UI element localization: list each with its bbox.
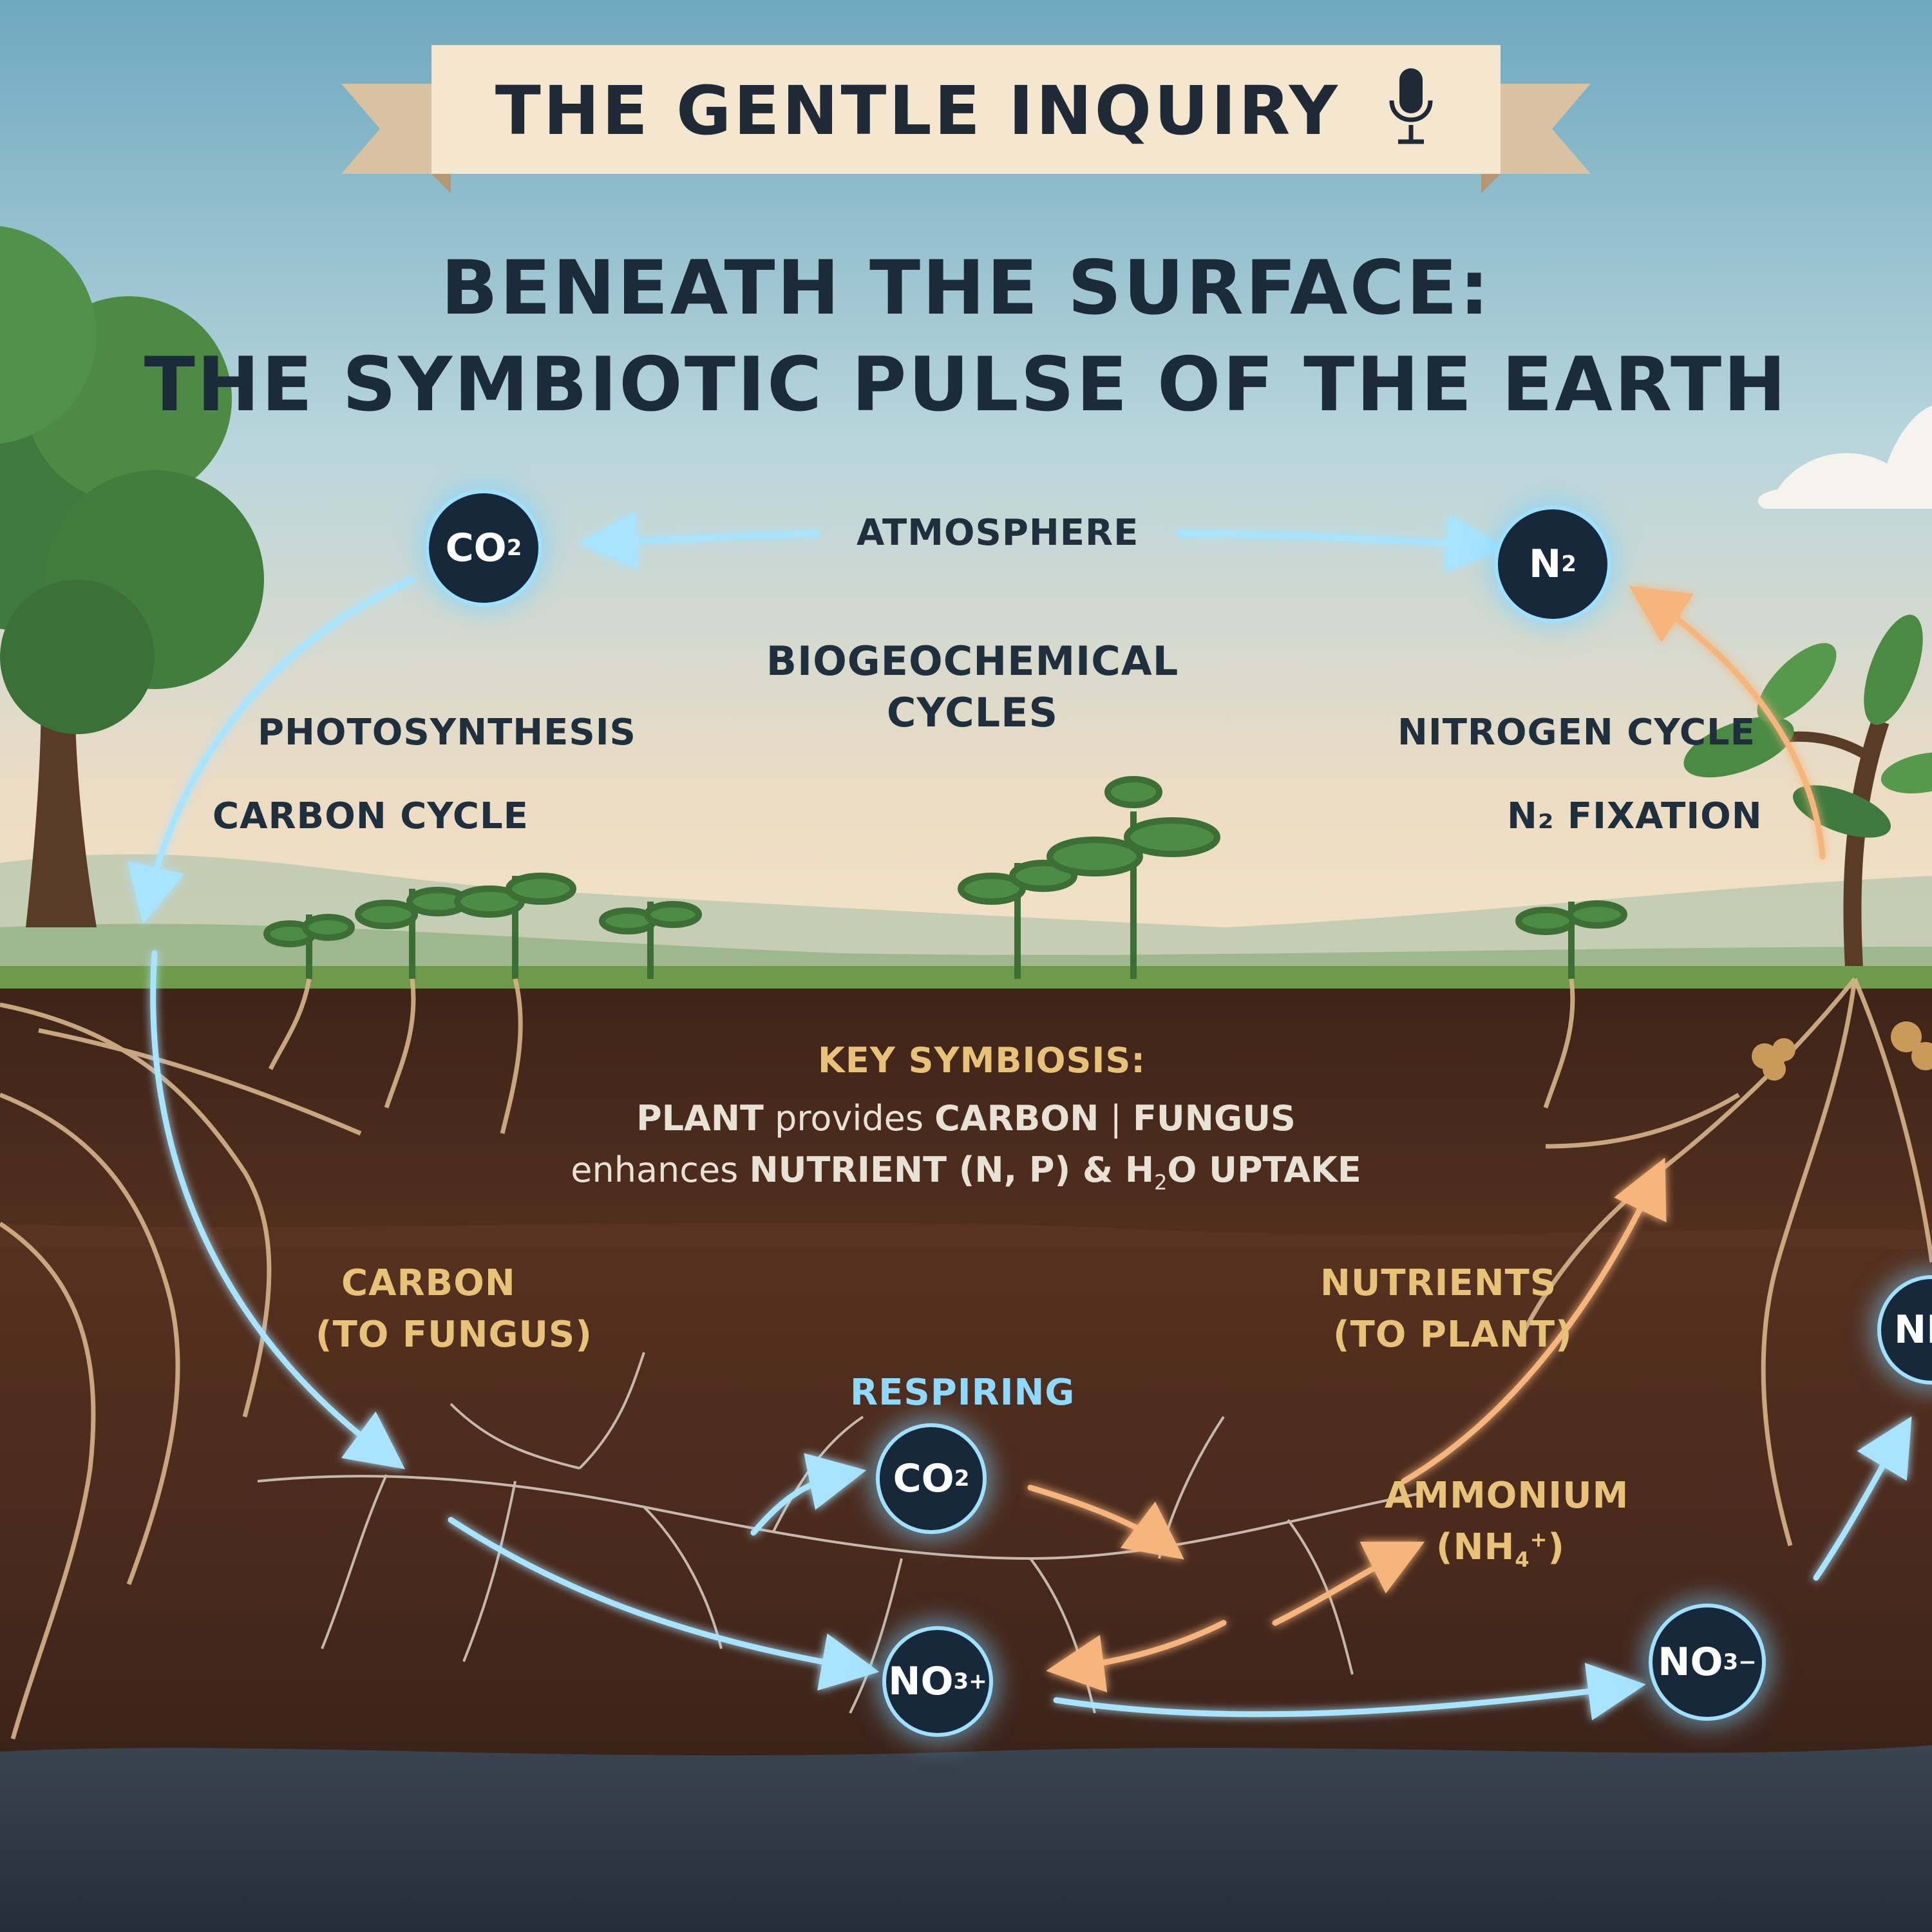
headline-line-2: THE SYMBIOTIC PULSE OF THE EARTH xyxy=(144,341,1788,428)
nitrogen-cycle-label: NITROGEN CYCLE xyxy=(1397,712,1756,753)
arrow-ammonium-to-no3 xyxy=(1046,1620,1227,1692)
photosynthesis-label: PHOTOSYNTHESIS xyxy=(258,712,636,753)
symbiosis-line-1: PLANT provides CARBON | FUNGUS xyxy=(636,1098,1296,1139)
arrow-respiring xyxy=(750,1453,867,1536)
carbon-flow-arrows xyxy=(128,511,1912,1721)
arrow-no3-up-right xyxy=(1813,1416,1912,1581)
arrow-nutrients-to-plant xyxy=(1401,1157,1667,1484)
arrow-to-n2 xyxy=(1175,514,1504,573)
right-plant xyxy=(1683,614,1932,980)
nutrients-to-plant-label: (TO PLANT) xyxy=(1333,1314,1573,1356)
microphone-icon xyxy=(1389,68,1433,144)
arrow-ammonium-in xyxy=(1272,1541,1425,1626)
seedlings xyxy=(263,776,1627,979)
arrow-to-no3-plus xyxy=(448,1517,880,1691)
atmosphere-label: ATMOSPHERE xyxy=(857,512,1139,554)
nutrients-label: NUTRIENTS xyxy=(1320,1262,1557,1304)
arrow-co2-to-ammonium xyxy=(1027,1484,1184,1560)
root-nodules xyxy=(1752,1021,1932,1081)
symbiosis-heading: KEY SYMBIOSIS: xyxy=(818,1040,1146,1081)
ammonium-formula: (NH4+) xyxy=(1436,1526,1565,1573)
symbiosis-line-2: enhances NUTRIENT (N, P) & H2O UPTAKE xyxy=(571,1150,1361,1195)
banner-title: THE GENTLE INQUIRY xyxy=(0,64,1932,150)
arrow-no3-to-no3 xyxy=(1053,1663,1646,1721)
soil-band xyxy=(0,1222,1932,1249)
carbon-cycle-label: CARBON CYCLE xyxy=(213,795,529,837)
cloud xyxy=(1757,406,1932,509)
root-network xyxy=(0,977,1932,1739)
respiring-label: RESPIRING xyxy=(850,1372,1075,1414)
arrow-atmosphere-to-co2 xyxy=(579,511,821,570)
arrow-into-soil-carbon xyxy=(150,950,405,1470)
cycles-label-line-2: CYCLES xyxy=(886,689,1059,736)
fungal-hyphae xyxy=(257,1352,1417,1714)
left-tree xyxy=(0,226,264,927)
banner-ribbon xyxy=(341,45,1591,193)
cycles-label-line-1: BIOGEOCHEMICAL xyxy=(766,638,1179,685)
banner-title-text: THE GENTLE INQUIRY xyxy=(495,71,1340,150)
n2-fixation-label: N₂ FIXATION xyxy=(1507,795,1763,837)
arrow-co2-down xyxy=(128,576,415,925)
ammonium-label: AMMONIUM xyxy=(1385,1475,1629,1517)
carbon-label: CARBON xyxy=(341,1262,516,1304)
grass-line xyxy=(0,966,1932,992)
headline-line-1: BENEATH THE SURFACE: xyxy=(440,245,1492,332)
nutrient-flow-arrows xyxy=(1027,586,1826,1692)
bedrock xyxy=(0,1745,1932,1932)
arrow-n2-fixation xyxy=(1629,586,1826,860)
carbon-to-fungus-label: (TO FUNGUS) xyxy=(316,1314,592,1356)
